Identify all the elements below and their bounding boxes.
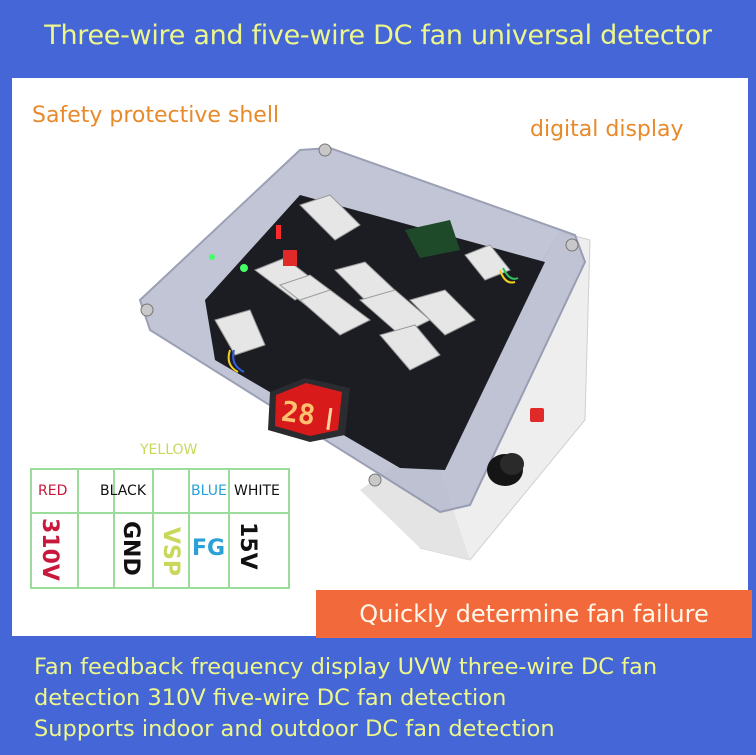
wire-color-white: WHITE: [234, 483, 280, 499]
page-title: Three-wire and five-wire DC fan universa…: [44, 20, 712, 51]
wire-color-yellow-label: YELLOW: [140, 442, 198, 458]
signal-310v: 310V: [37, 518, 62, 581]
led-display: 28: [268, 378, 350, 442]
signal-fg: FG: [192, 536, 226, 561]
wire-color-red: RED: [38, 483, 68, 499]
callout-digital-display: digital display: [530, 117, 684, 142]
failure-detection-banner: Quickly determine fan failure: [316, 590, 752, 638]
signal-vsp: VSP: [158, 527, 183, 576]
feature-line-3: Supports indoor and outdoor DC fan detec…: [34, 716, 555, 742]
svg-text:28: 28: [279, 395, 317, 432]
wire-color-blue: BLUE: [191, 483, 227, 499]
wire-color-black: BLACK: [100, 483, 147, 499]
callout-safety-shell: Safety protective shell: [32, 103, 280, 128]
feature-description: Fan feedback frequency display UVW three…: [34, 652, 657, 745]
wire-mapping-table: [30, 468, 290, 589]
feature-line-1: Fan feedback frequency display UVW three…: [34, 654, 658, 680]
signal-15v: 15V: [235, 522, 260, 570]
feature-line-2: detection 310V five-wire DC fan detectio…: [34, 685, 507, 711]
signal-gnd: GND: [118, 521, 143, 576]
